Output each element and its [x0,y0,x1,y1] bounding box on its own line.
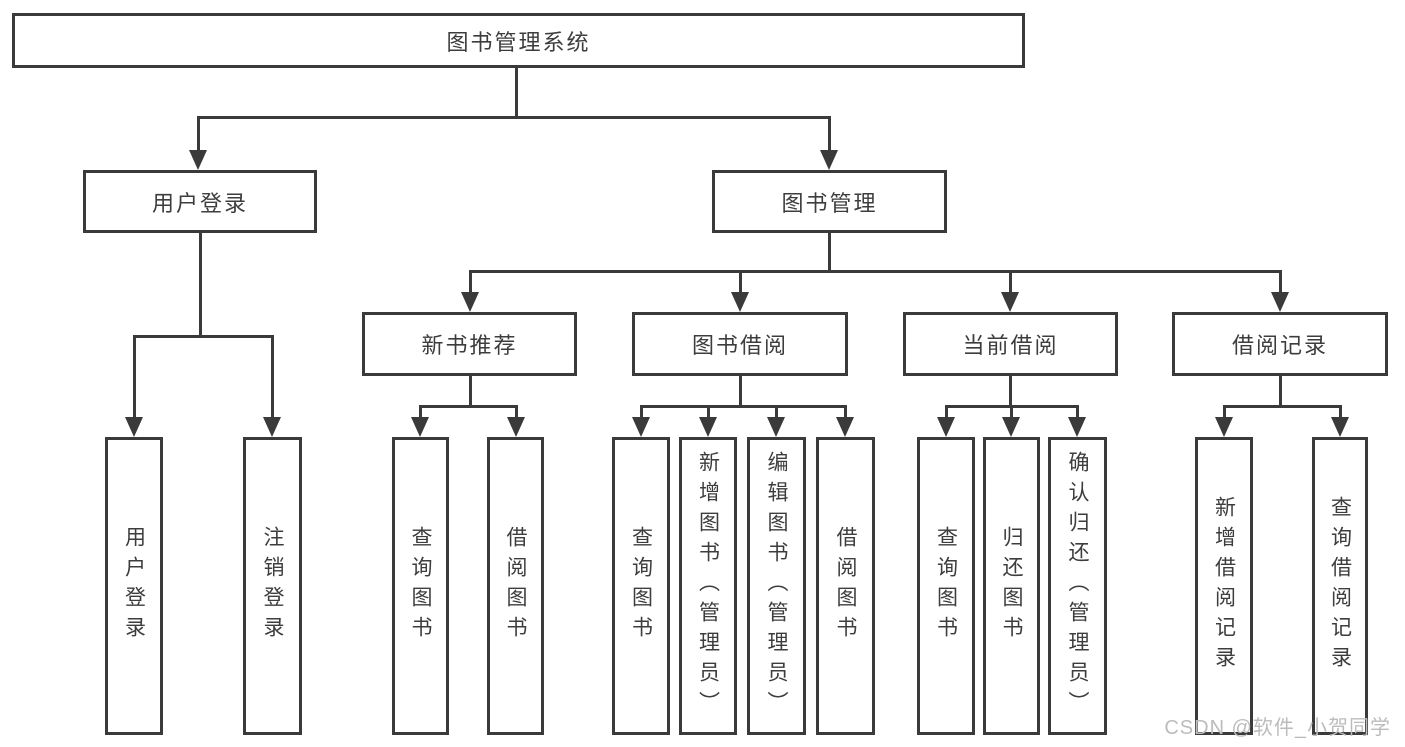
connector-drop-bb-borrow [844,405,847,419]
node-borrow-records: 借阅记录 [1172,312,1388,376]
leaf-add-borrow-record: 新增借阅记录 [1195,437,1253,735]
leaf-borrow-books-2: 借阅图书 [816,437,875,735]
arrowhead-nb-borrow [507,417,525,437]
leaf-edit-book-admin: 编辑图书（管理员） [747,437,806,735]
node-current-borrow: 当前借阅 [903,312,1118,376]
connector-records-stub [1279,376,1282,407]
leaf-return-book: 归还图书 [983,437,1040,735]
leaf-add-book-admin-label: 新增图书（管理员） [696,451,720,721]
connector-drop-cb-query [945,405,948,419]
connector-drop-new-book [469,270,472,294]
leaf-query-books-2: 查询图书 [612,437,670,735]
leaf-query-books-3-label: 查询图书 [934,526,958,646]
connector-drop-borrow-records [1279,270,1282,294]
leaf-query-books-3: 查询图书 [917,437,975,735]
leaf-borrow-books-1-label: 借阅图书 [504,526,527,646]
connector-root-stub [515,68,518,118]
node-current-borrow-label: 当前借阅 [962,333,1059,358]
node-book-management-label: 图书管理 [781,190,878,216]
arrowhead-current-borrow [1001,292,1019,312]
leaf-query-books-1: 查询图书 [392,437,449,735]
node-borrow-records-label: 借阅记录 [1231,333,1328,358]
leaf-confirm-return-admin-label: 确认归还（管理员） [1066,451,1089,721]
node-library-system-label: 图书管理系统 [446,29,591,55]
arrowhead-rec-query [1331,417,1349,437]
connector-drop-user-login [197,116,200,152]
connector-level3-rail [469,270,1282,273]
leaf-query-books-2-label: 查询图书 [629,526,653,646]
arrowhead-book-management [820,150,838,170]
leaf-query-books-1-label: 查询图书 [409,526,432,646]
leaf-user-login: 用户登录 [105,437,163,735]
node-new-book-recommend: 新书推荐 [362,312,577,376]
connector-drop-bb-edit [775,405,778,419]
connector-drop-leaf-logout [271,335,274,419]
arrowhead-rec-add [1215,417,1233,437]
arrowhead-cb-return [1002,417,1020,437]
leaf-confirm-return-admin: 确认归还（管理员） [1048,437,1107,735]
leaf-return-book-label: 归还图书 [1000,526,1023,646]
connector-drop-rec-query [1339,405,1342,419]
connector-records-rail [1223,405,1342,408]
connector-drop-nb-borrow [515,405,518,419]
arrowhead-cb-query [937,417,955,437]
connector-drop-nb-query [419,405,422,419]
connector-drop-current-borrow [1009,270,1012,294]
arrowhead-nb-query [411,417,429,437]
node-user-login-label: 用户登录 [151,190,248,216]
connector-drop-book-borrow [739,270,742,294]
leaf-edit-book-admin-label: 编辑图书（管理员） [765,451,788,721]
leaf-add-borrow-record-label: 新增借阅记录 [1212,496,1236,676]
leaf-query-borrow-record-label: 查询借阅记录 [1328,496,1352,676]
watermark-text: CSDN @软件_小贺同学 [1164,717,1391,739]
arrowhead-leaf-user-login [125,417,143,437]
leaf-query-borrow-record: 查询借阅记录 [1312,437,1368,735]
connector-borrow-stub [739,376,742,407]
arrowhead-user-login [189,150,207,170]
arrowhead-bb-borrow [836,417,854,437]
connector-drop-rec-add [1223,405,1226,419]
connector-drop-leaf-user-login [133,335,136,419]
connector-user-stub [199,233,202,337]
connector-drop-book-management [828,116,831,152]
leaf-borrow-books-1: 借阅图书 [487,437,544,735]
connector-drop-bb-query [640,405,643,419]
connector-book-management-stub [828,233,831,273]
node-book-management: 图书管理 [712,170,947,233]
leaf-add-book-admin: 新增图书（管理员） [679,437,737,735]
connector-drop-cb-confirm [1076,405,1079,419]
connector-current-stub [1009,376,1012,407]
arrowhead-book-borrow [731,292,749,312]
leaf-logout: 注销登录 [243,437,302,735]
arrowhead-leaf-logout [263,417,281,437]
connector-new-book-stub [469,376,472,407]
arrowhead-borrow-records [1271,292,1289,312]
node-library-system: 图书管理系统 [12,13,1025,68]
arrowhead-bb-edit [767,417,785,437]
connector-user-rail [133,335,274,338]
node-book-borrow-label: 图书借阅 [691,333,788,358]
leaf-user-login-label: 用户登录 [122,526,146,646]
connector-drop-cb-return [1010,405,1013,419]
connector-level2-rail [197,116,831,119]
node-new-book-recommend-label: 新书推荐 [421,333,518,358]
arrowhead-new-book [461,292,479,312]
leaf-borrow-books-2-label: 借阅图书 [834,526,857,646]
arrowhead-bb-query [632,417,650,437]
connector-drop-bb-add [707,405,710,419]
connector-new-book-rail [419,405,517,408]
arrowhead-bb-add [699,417,717,437]
node-book-borrow: 图书借阅 [632,312,848,376]
arrowhead-cb-confirm [1068,417,1086,437]
connector-borrow-rail [640,405,846,408]
node-user-login: 用户登录 [83,170,317,233]
leaf-logout-label: 注销登录 [261,526,284,646]
